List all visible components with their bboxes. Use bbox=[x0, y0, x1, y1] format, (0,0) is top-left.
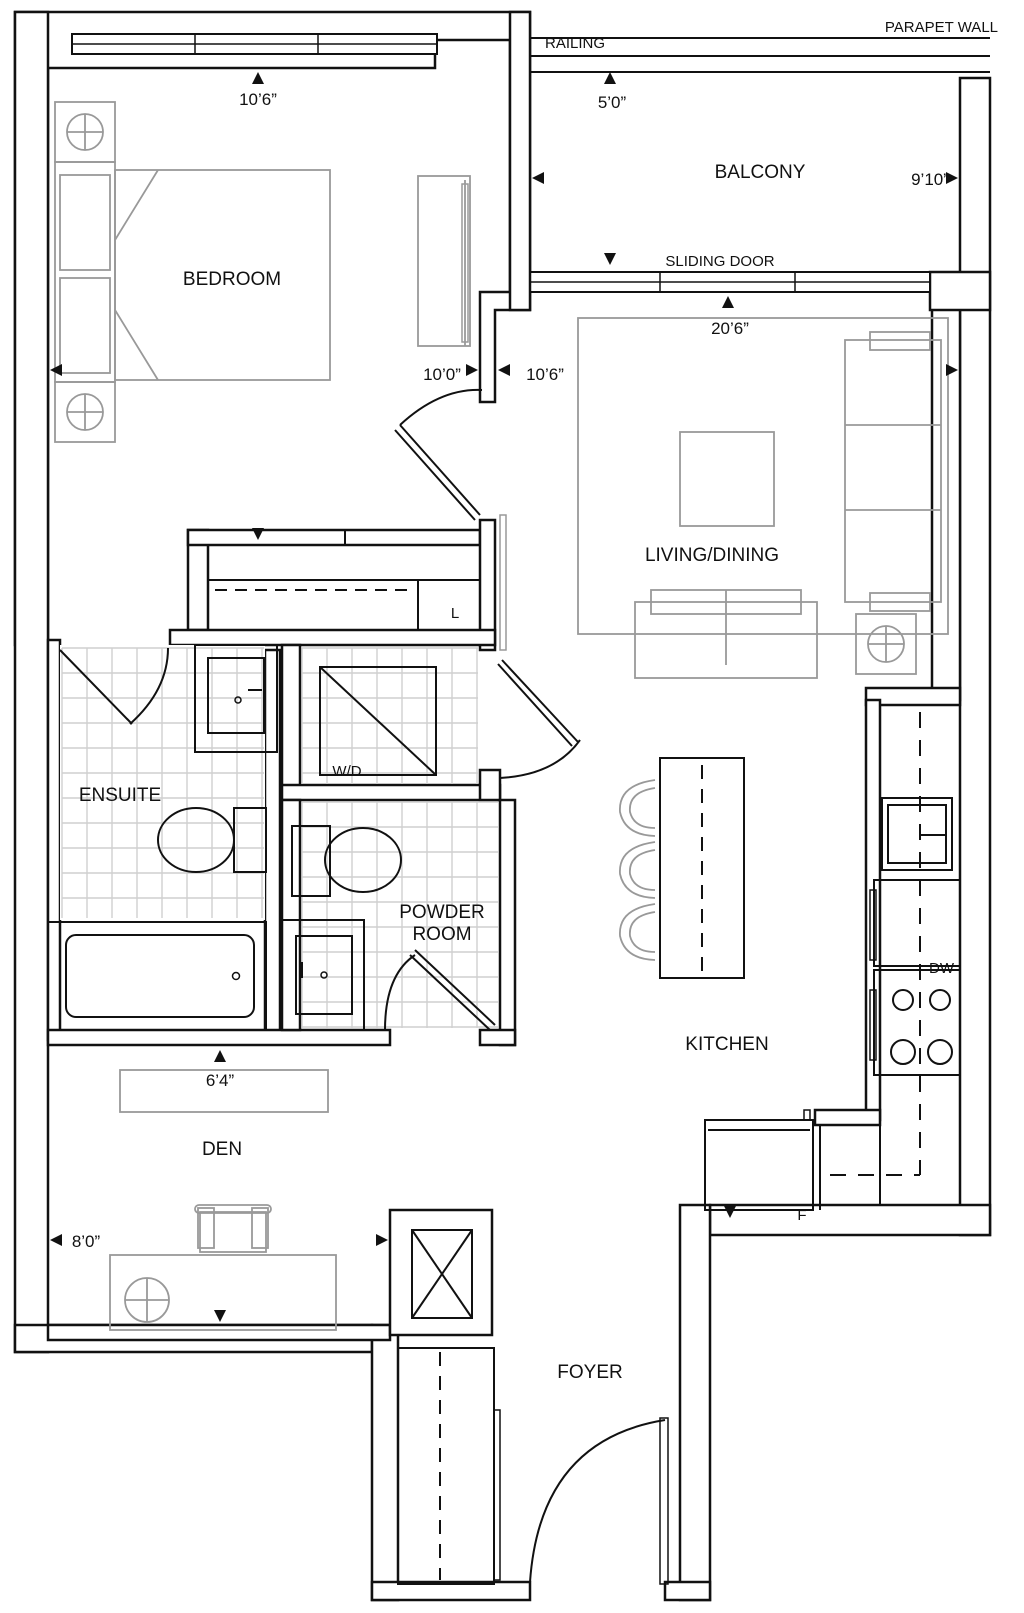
kitchen-fixtures bbox=[619, 704, 961, 1211]
laundry-tile-grid bbox=[301, 647, 478, 784]
room-labels: BEDROOM BALCONY LIVING/DINING ENSUITE PO… bbox=[79, 162, 806, 1383]
powder-room-label-2: ROOM bbox=[412, 924, 471, 945]
ensuite-fixtures bbox=[47, 644, 278, 1031]
bedroom-width-dim: 10’6” bbox=[239, 90, 277, 109]
foyer-fixtures bbox=[397, 1347, 669, 1585]
foyer-label: FOYER bbox=[557, 1362, 622, 1383]
sliding-door bbox=[529, 271, 931, 293]
bedroom-length-dim: 10’0” bbox=[423, 365, 461, 384]
railing-label: RAILING bbox=[545, 35, 605, 52]
washer-dryer-label: W/D bbox=[332, 763, 361, 780]
powder-tile-grid bbox=[301, 801, 498, 1028]
living-length-dim: 10’6” bbox=[526, 365, 564, 384]
living-width-dim: 20’6” bbox=[711, 319, 749, 338]
living-dining-label: LIVING/DINING bbox=[645, 545, 779, 566]
powder-room-fixtures bbox=[281, 825, 496, 1031]
balcony-width-dim: 9’10” bbox=[911, 170, 949, 189]
annotation-labels: PARAPET WALL RAILING SLIDING DOOR W/D L … bbox=[332, 19, 998, 1224]
dimension-labels: 10’6” 5’0” 9’10” 20’6” 10’0” 10’6” 6’4” … bbox=[72, 90, 949, 1251]
den-width-dim: 8’0” bbox=[72, 1232, 101, 1251]
bedroom-door bbox=[394, 388, 483, 521]
kitchen-label: KITCHEN bbox=[685, 1034, 768, 1055]
fridge-label: F bbox=[797, 1207, 806, 1224]
den-label: DEN bbox=[202, 1139, 242, 1160]
bedroom-closet bbox=[208, 514, 507, 651]
railing bbox=[530, 37, 990, 73]
bedroom-label: BEDROOM bbox=[183, 269, 281, 290]
balcony-depth-dim: 5’0” bbox=[598, 93, 627, 112]
dishwasher-label: DW bbox=[929, 960, 955, 977]
sliding-door-label: SLIDING DOOR bbox=[665, 253, 774, 270]
washer-dryer bbox=[319, 659, 581, 779]
living-furniture bbox=[577, 317, 949, 679]
ensuite-tile-grid bbox=[61, 647, 264, 918]
linen-label: L bbox=[451, 605, 459, 622]
dimension-arrows bbox=[50, 72, 958, 1322]
ensuite-label: ENSUITE bbox=[79, 785, 161, 806]
powder-room-label-1: POWDER bbox=[399, 902, 485, 923]
bedroom-furniture bbox=[54, 101, 471, 443]
den-furniture bbox=[109, 1069, 473, 1331]
bedroom-window bbox=[71, 33, 438, 55]
balcony-label: BALCONY bbox=[715, 162, 806, 183]
parapet-wall-label: PARAPET WALL bbox=[885, 19, 998, 36]
den-depth-dim: 6’4” bbox=[206, 1071, 235, 1090]
exterior-walls bbox=[13, 10, 992, 1602]
